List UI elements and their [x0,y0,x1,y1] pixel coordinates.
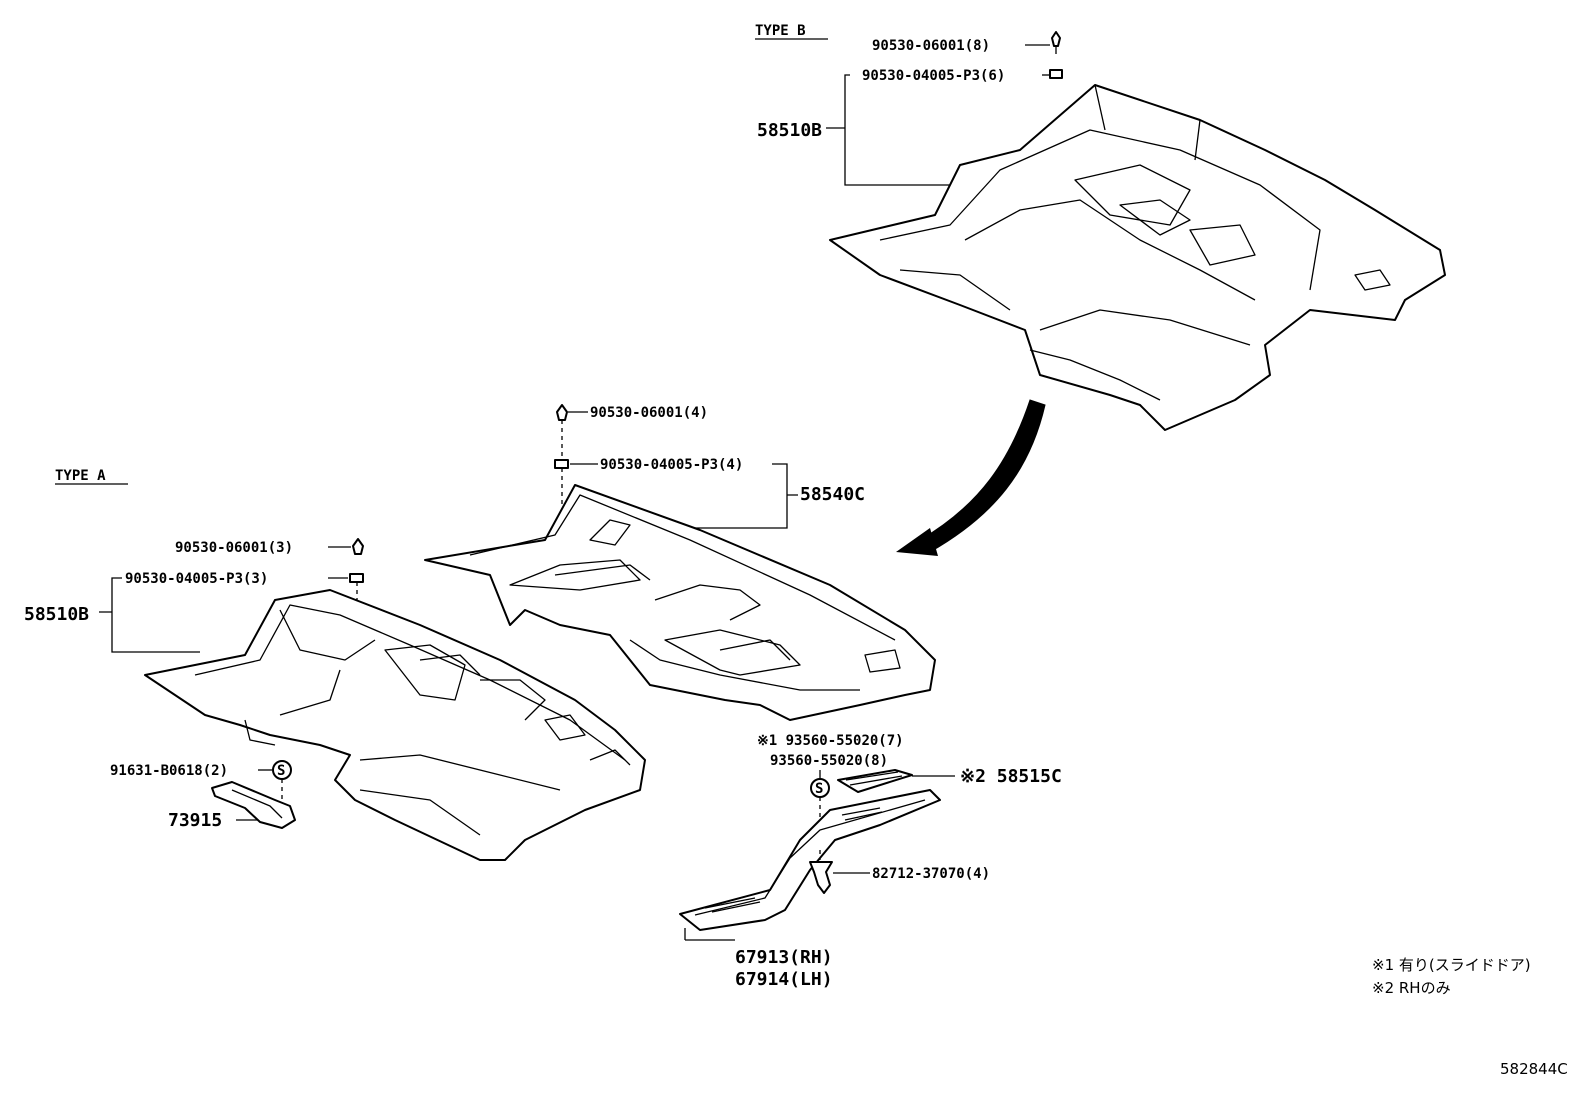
a-bracket-label: 73915 [168,810,222,831]
svg-text:S: S [815,781,823,797]
svg-text:S: S [277,763,285,779]
a-nut-label: 90530-04005-P3(3) [125,571,268,587]
nut-icon [554,459,569,469]
a-clip-label: 91631-B0618(2) [110,763,228,779]
b-carpet-leader [826,74,960,186]
a-center-carpet-leader [690,463,798,529]
b-carpet-label: 58510B [757,120,822,141]
a-carpet-leader [99,577,200,653]
a-center-bolt-label: 90530-06001(4) [590,405,708,421]
screw-1-label: ※1 93560-55020(7) [757,733,904,749]
scuff-rh-label: 67913(RH) [735,947,833,968]
bracket-part [211,781,296,829]
b-nut-label: 90530-04005-P3(6) [862,68,1005,84]
note-2: ※2 RHのみ [1372,979,1451,997]
bolt-icon [1051,31,1061,54]
clip-2-label: 82712-37070(4) [872,866,990,882]
diagram-code: 582844C [1500,1060,1568,1078]
clip-icon [809,861,833,894]
note-1: ※1 有り(スライドドア) [1372,956,1531,974]
a-carpet-label: 58510B [24,604,89,625]
screw-2-label: 93560-55020(8) [770,753,888,769]
floor-carpet-center [424,484,936,721]
a-center-carpet-label: 58540C [800,484,865,505]
a-center-nut-label: 90530-04005-P3(4) [600,457,743,473]
plate-label: ※2 58515C [960,766,1062,787]
type-b-heading: TYPE B [755,23,806,39]
plate-part [837,769,913,793]
nut-icon [1049,69,1063,79]
a-bolt-label: 90530-06001(3) [175,540,293,556]
clip-icon: S [272,760,292,780]
clip-icon: S [810,778,830,798]
bolt-icon [352,538,364,555]
b-bolt-label: 90530-06001(8) [872,38,990,54]
nut-icon [349,573,364,583]
type-a-heading: TYPE A [55,468,106,484]
floor-carpet-type-b [829,84,1446,431]
arrow-icon [896,399,1046,556]
bolt-icon [556,404,568,421]
floor-carpet-type-a [144,589,646,861]
scuff-plate-part [679,789,941,931]
scuff-lh-label: 67914(LH) [735,969,833,990]
